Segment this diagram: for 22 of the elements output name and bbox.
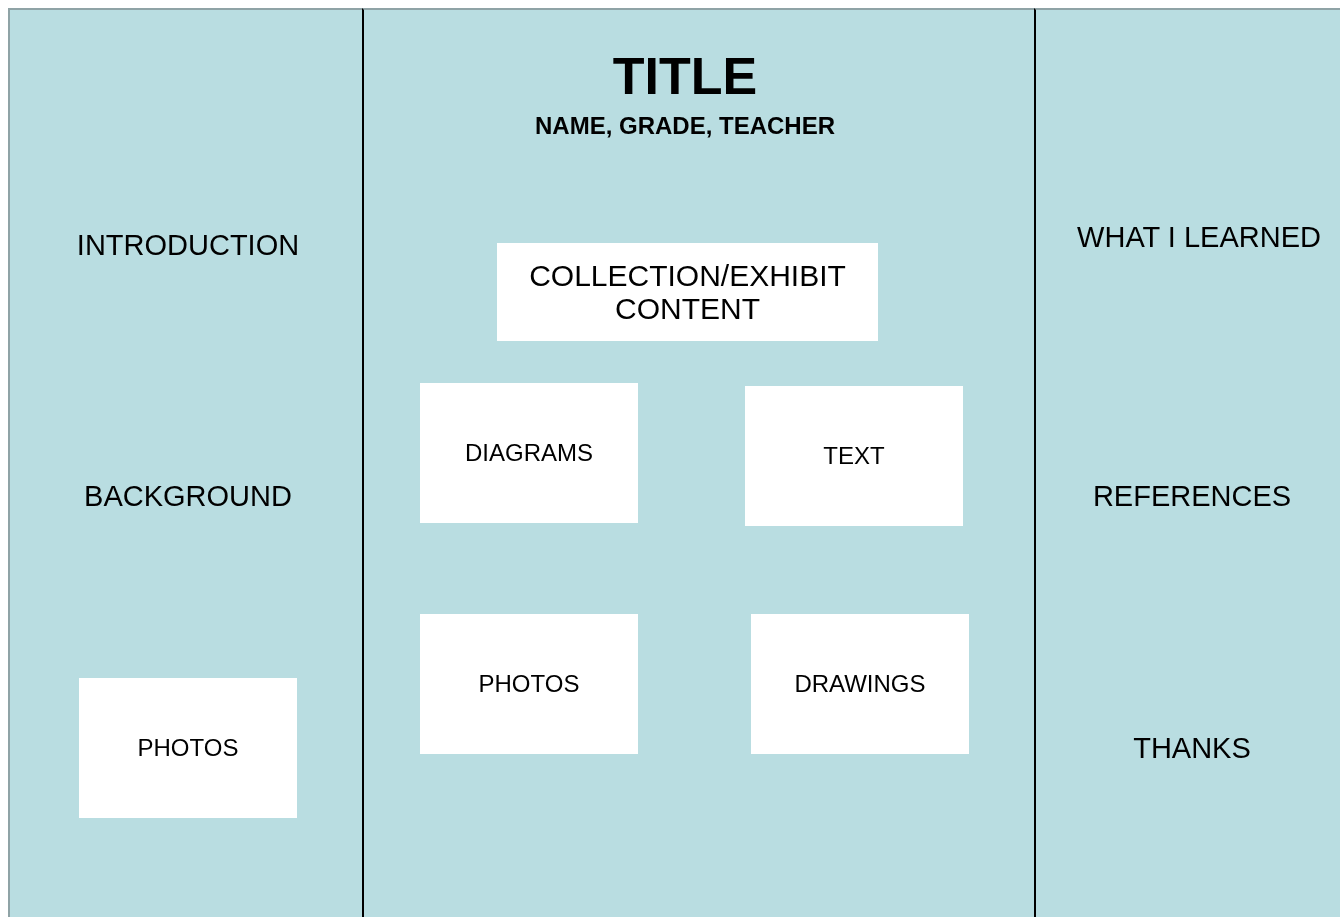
content-card [420, 383, 638, 523]
content-card [497, 243, 878, 341]
section-heading: REFERENCES [1092, 481, 1292, 513]
card-label: DRAWINGS [793, 670, 927, 698]
section-heading: BACKGROUND [84, 481, 292, 513]
section-heading: INTRODUCTION [76, 230, 300, 262]
poster-panel [1034, 8, 1340, 917]
content-card [745, 386, 963, 526]
content-card [79, 678, 297, 818]
card-label: DIAGRAMS [464, 439, 594, 467]
content-card [420, 614, 638, 754]
content-card [751, 614, 969, 754]
card-label: PHOTOS [477, 670, 581, 698]
card-label: TEXT [822, 442, 886, 470]
poster-panel [8, 8, 363, 917]
card-label: COLLECTION/EXHIBIT CONTENT [528, 259, 847, 325]
section-heading: WHAT I LEARNED [1077, 222, 1321, 254]
poster-subtitle: NAME, GRADE, TEACHER [535, 112, 835, 140]
poster-title: TITLE [612, 48, 758, 106]
card-label: PHOTOS [136, 734, 240, 762]
section-heading: THANKS [1133, 733, 1251, 765]
poster-panel [362, 8, 1036, 917]
